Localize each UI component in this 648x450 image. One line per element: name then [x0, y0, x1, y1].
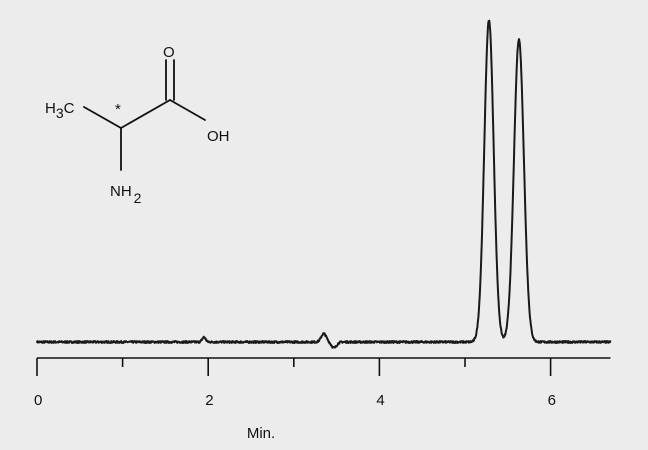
bond-ch3-c — [83, 106, 122, 129]
ch3-label-h: H — [45, 100, 56, 117]
carbonyl-oxygen-label: O — [163, 44, 175, 61]
x-axis-label: Min. — [247, 425, 275, 442]
stereo-center-label: * — [115, 101, 121, 118]
x-axis: 0 2 4 6 — [34, 357, 611, 409]
x-tick-label: 4 — [376, 392, 384, 409]
x-tick-label: 2 — [205, 392, 213, 409]
ch3-label: H3C — [45, 100, 75, 121]
amine-label-nh: NH — [110, 183, 132, 200]
chromatogram-trace — [36, 19, 612, 349]
bond-carboxyl-oh — [169, 99, 206, 121]
ch3-label-c: C — [64, 100, 75, 117]
amine-label-sub: 2 — [134, 190, 142, 206]
x-tick-label: 6 — [548, 392, 556, 409]
ch3-label-sub: 3 — [56, 105, 64, 121]
hydroxyl-label: OH — [207, 128, 230, 145]
x-tick-label: 0 — [34, 392, 42, 409]
bond-c-carboxyl — [120, 99, 171, 129]
